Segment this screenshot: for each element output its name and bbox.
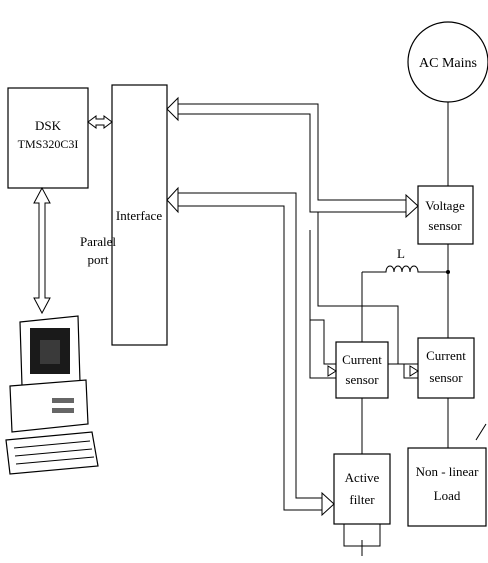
voltage-sensor-line2: sensor [428,218,462,233]
arrowhead-interface-top [166,96,179,122]
current-sensor-left-rect [335,341,389,399]
active-filter-box: Active filter [333,453,391,525]
current-sensor-left-line1: Current [342,352,382,367]
current-sensor-right-line1: Current [426,348,466,363]
pc-key-row-1 [13,440,91,449]
interface-box-rect [111,84,168,346]
signal-interface-filter [166,186,335,517]
inductor-coil [362,265,448,273]
pc-key-row-2 [14,448,93,457]
signal-line-d [178,205,324,511]
active-filter-rect [333,453,391,525]
load-tick [475,423,487,441]
nonlinear-load-rect [407,447,487,527]
current-sensor-left-line2: sensor [345,372,379,387]
current-sensor-right-line2: sensor [429,370,463,385]
parallel-port-label-line2: port [88,252,109,267]
nonlinear-load-line1: Non - linear [416,464,479,479]
pc-key-row-3 [15,456,95,465]
dsk-label-line2: TMS320C3I [18,137,79,151]
signal-line-a [174,103,406,201]
signal-line-left-sensor-a [309,230,336,365]
nonlinear-load-box: Non - linear Load [407,447,487,527]
signal-line-left-sensor-b [309,320,336,379]
voltage-sensor-rect [417,185,474,245]
signal-line-b [174,113,406,213]
current-sensor-right-rect [417,337,475,399]
arrowhead-active-filter [321,491,335,517]
pc-drive-slot-2 [52,408,74,413]
signal-interface-voltage [166,96,419,219]
pc-base [9,379,89,433]
pc-computer-icon [5,315,99,475]
nonlinear-load-line2: Load [434,488,461,503]
interface-label: Interface [116,208,162,223]
ac-mains: AC Mains [407,21,488,103]
signal-current-sensors [309,212,419,379]
dsk-interface-arrow [87,115,113,129]
inductor: L [362,246,448,273]
pc-screen-window [40,340,60,364]
ac-mains-label: AC Mains [419,56,477,71]
signal-line-between-sensors [388,363,418,379]
active-filter-line2: filter [349,492,375,507]
parallel-port-label-line1: Paralel [80,234,116,249]
voltage-sensor-box: Voltage sensor [417,185,474,245]
inductor-label: L [397,246,405,261]
dsk-label-line1: DSK [35,118,62,133]
dsk-pc-arrow [33,186,51,315]
arrowhead-left-sensor [327,365,337,377]
active-filter-line1: Active [345,470,380,485]
dsk-box-rect [7,87,89,189]
signal-line-right-sensor [317,212,418,365]
arrowhead-right-sensor [409,365,419,377]
arrowhead-voltage-sensor [405,193,419,219]
current-sensor-left-box: Current sensor [335,341,389,399]
pc-drive-slot-1 [52,398,74,403]
signal-line-c [178,192,324,499]
voltage-sensor-line1: Voltage [425,198,465,213]
arrowhead-interface-bottom [166,186,179,214]
dsk-box: DSK TMS320C3I [7,87,89,189]
interface-box: Interface [111,84,168,346]
current-sensor-right-box: Current sensor [417,337,475,399]
